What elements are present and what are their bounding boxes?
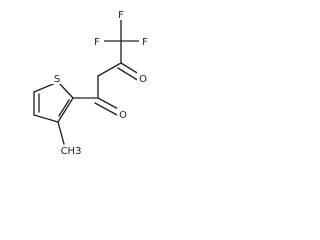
f-right-background [139,35,151,47]
bond-methylene-upper [97,62,122,77]
atom-label-layer: F F F O O S CH3 [51,8,151,157]
bond-ring-c2-s [57,81,74,99]
bond-ring-c3-c2 [57,97,74,123]
methyl-label: CH3 [61,146,82,157]
sulfur-background [51,72,63,84]
bond-carbonyl-lower-oxygen-a [97,97,121,111]
bond-layer [33,17,143,145]
f-left-background [92,35,104,47]
structure-canvas: F F F O O S CH3 [0,0,171,167]
bond-carbonyl-lower-oxygen-b [94,102,118,116]
fluorine-top-label: F [118,10,124,21]
f-top-background [115,8,127,20]
bond-ring-inner-c3-c2 [58,99,70,117]
bond-ring-c4-c3 [33,114,59,123]
o-lower-background [117,108,129,120]
oxygen-upper-label: O [139,74,147,85]
o-upper-background [137,72,149,84]
fluorine-left-label: F [94,37,100,48]
oxygen-lower-label: O [119,110,127,121]
fluorine-right-label: F [142,37,148,48]
bond-ring-to-methyl [57,121,65,145]
sulfur-label: S [54,74,60,85]
bond-carbonyl-upper-oxygen-b [117,67,140,82]
chemical-structure-diagram: F F F O O S CH3 [33,8,151,157]
